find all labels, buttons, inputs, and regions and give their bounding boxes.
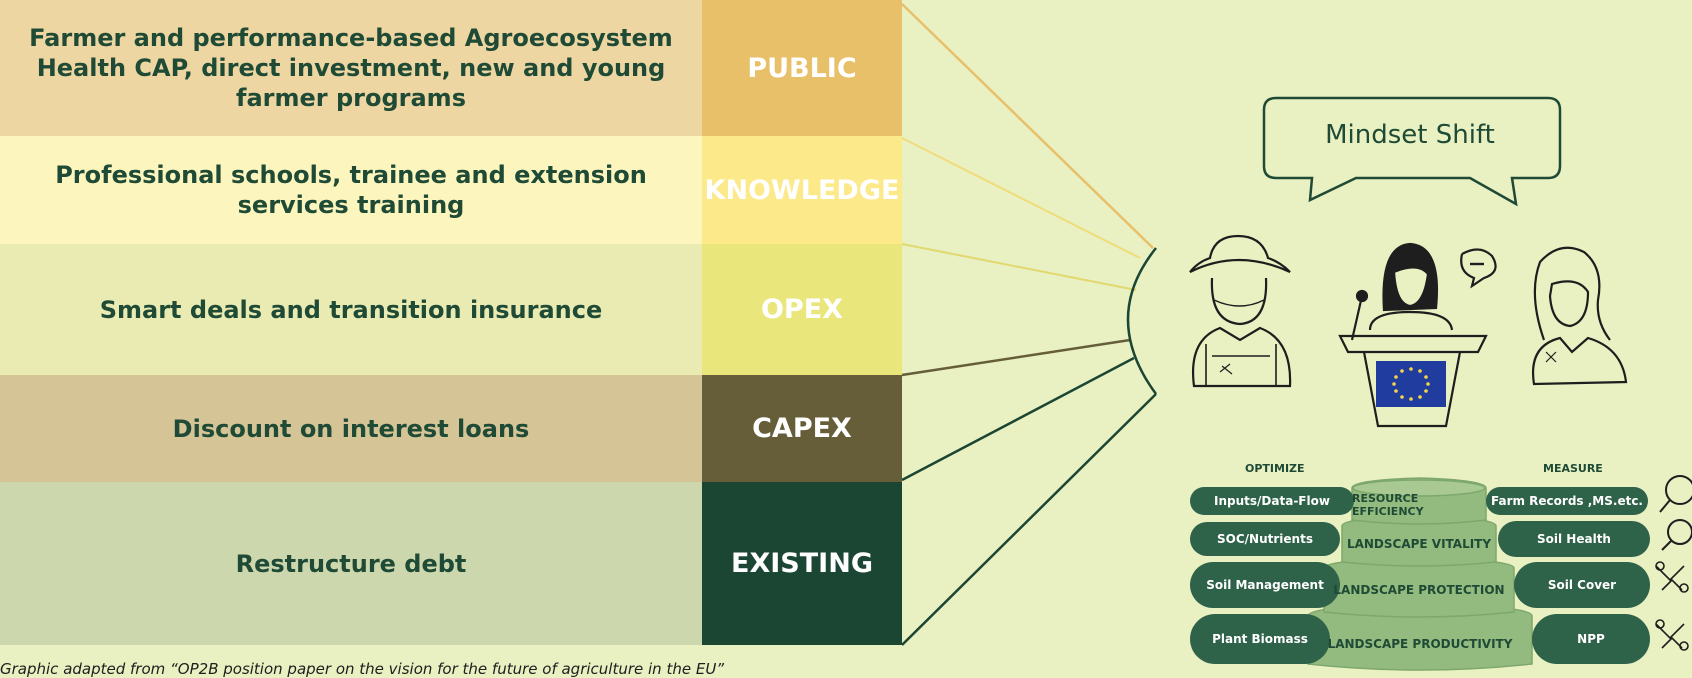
funding-row-existing: Restructure debt	[0, 482, 702, 645]
measure-item: Soil Health	[1498, 521, 1650, 557]
tag-opex: OPEX	[702, 244, 902, 375]
speech-bubble-text: Mindset Shift	[1325, 120, 1495, 150]
optimize-item: SOC/Nutrients	[1190, 522, 1340, 556]
funding-row-text: Discount on interest loans	[172, 414, 530, 443]
optimize-item: Soil Management	[1190, 562, 1340, 608]
tier-landscape-productivity: LANDSCAPE PRODUCTIVITY	[1327, 637, 1513, 651]
speech-bubble	[1262, 96, 1562, 207]
farmer-icon	[1189, 234, 1292, 388]
tier-landscape-protection: LANDSCAPE PROTECTION	[1333, 583, 1505, 597]
funding-row-text: Restructure debt	[235, 549, 467, 578]
eu-flag-icon	[1376, 361, 1446, 407]
optimize-heading: OPTIMIZE	[1245, 462, 1305, 475]
connector-lines	[901, 3, 1158, 646]
tag-public: PUBLIC	[702, 0, 902, 136]
tag-capex: CAPEX	[702, 375, 902, 482]
measure-item: Soil Cover	[1514, 562, 1650, 608]
funding-row-capex: Discount on interest loans	[0, 375, 702, 482]
measure-heading: MEASURE	[1543, 462, 1603, 475]
source-caption: Graphic adapted from “OP2B position pape…	[0, 660, 725, 678]
funding-row-opex: Smart deals and transition insurance	[0, 244, 702, 375]
optimize-item: Plant Biomass	[1190, 614, 1330, 664]
measure-item: NPP	[1532, 614, 1650, 664]
tier-resource-efficiency: RESOURCE EFFICIENCY	[1352, 492, 1424, 518]
magnifier-icon	[1659, 475, 1692, 551]
optimize-item: Inputs/Data-Flow	[1190, 487, 1354, 515]
funding-row-text: Farmer and performance-based Agroecosyst…	[29, 24, 673, 112]
tier-landscape-vitality: LANDSCAPE VITALITY	[1346, 537, 1492, 551]
funding-row-public: Farmer and performance-based Agroecosyst…	[0, 0, 702, 136]
funding-row-text: Smart deals and transition insurance	[99, 295, 603, 324]
tag-knowledge: KNOWLEDGE	[702, 136, 902, 244]
funding-row-knowledge: Professional schools, trainee and extens…	[0, 136, 702, 244]
funding-row-text: Professional schools, trainee and extens…	[55, 161, 647, 219]
drone-icon	[1655, 561, 1689, 651]
tag-existing: EXISTING	[702, 482, 902, 645]
measure-item: Farm Records ,MS.etc.	[1486, 487, 1648, 515]
woman-icon	[1532, 246, 1628, 386]
eu-speaker-icon	[1338, 242, 1497, 428]
